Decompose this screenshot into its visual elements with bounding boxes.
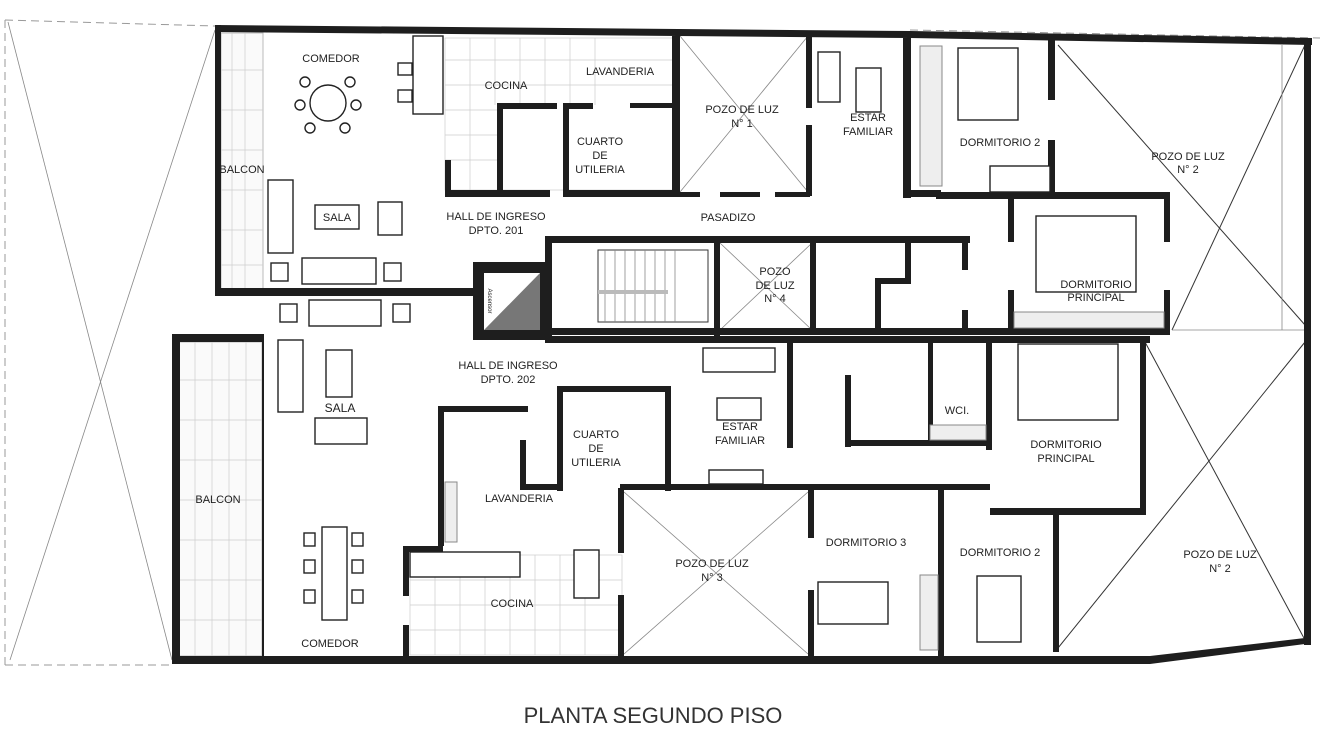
dining-table xyxy=(321,526,348,621)
room-label: BALCON xyxy=(195,494,240,506)
room-label: COMEDOR xyxy=(301,638,359,650)
room-label: POZO DE LUZ xyxy=(705,104,779,116)
room-label: DPTO. 202 xyxy=(481,374,536,386)
balcony-lower xyxy=(177,341,263,657)
sofa xyxy=(308,299,382,327)
sofa xyxy=(267,179,294,254)
room-label: FAMILIAR xyxy=(843,126,893,138)
room-labels: COMEDOR COCINA LAVANDERIA CUARTO DE UTIL… xyxy=(195,53,1257,650)
kitchen-bar xyxy=(412,35,444,115)
room-label: COMEDOR xyxy=(302,53,360,65)
room-label: WCI. xyxy=(945,405,969,417)
room-label: LAVANDERIA xyxy=(485,493,554,505)
desk xyxy=(989,165,1051,193)
sofa xyxy=(314,417,368,445)
room-label: PRINCIPAL xyxy=(1037,453,1094,465)
room-label: PRINCIPAL xyxy=(1067,292,1124,304)
room-label: CUARTO xyxy=(573,429,619,441)
room-label: DORMITORIO 3 xyxy=(826,537,906,549)
plan-title: PLANTA SEGUNDO PISO xyxy=(524,703,783,728)
room-label: N° 4 xyxy=(764,293,786,305)
light-well-1 xyxy=(679,35,809,193)
kitchen-table xyxy=(573,549,600,599)
room-label: ESTAR xyxy=(850,112,886,124)
bed xyxy=(817,581,889,625)
room-label: SALA xyxy=(325,401,356,415)
room-label: SALA xyxy=(323,212,352,224)
sofa xyxy=(277,339,304,413)
bed xyxy=(976,575,1022,643)
room-label: BALCON xyxy=(219,164,264,176)
room-label: DORMITORIO 2 xyxy=(960,137,1040,149)
room-label: COCINA xyxy=(491,598,534,610)
room-label: POZO DE LUZ xyxy=(675,558,749,570)
walls xyxy=(172,25,1312,664)
room-label: DORMITORIO xyxy=(1060,279,1132,291)
room-label: N° 2 xyxy=(1209,563,1231,575)
sofa xyxy=(301,257,377,285)
room-label: N° 3 xyxy=(701,572,723,584)
site-outline xyxy=(4,19,1321,666)
light-well-4 xyxy=(719,242,813,331)
room-label: DE LUZ xyxy=(755,280,794,292)
room-label: DORMITORIO xyxy=(1030,439,1102,451)
counter xyxy=(409,551,521,578)
room-label: ESTAR xyxy=(722,421,758,433)
room-label: N° 2 xyxy=(1177,164,1199,176)
bed xyxy=(1035,215,1137,293)
staircase[interactable] xyxy=(597,249,709,323)
room-label: DE xyxy=(592,150,607,162)
room-label: HALL DE INGRESO xyxy=(458,360,558,372)
dining-table-round xyxy=(309,84,347,122)
elevator-label: Ascensor xyxy=(486,288,492,313)
room-label: LAVANDERIA xyxy=(586,66,655,78)
room-label: POZO DE LUZ xyxy=(1183,549,1257,561)
room-label: CUARTO xyxy=(577,136,623,148)
room-label: FAMILIAR xyxy=(715,435,765,447)
room-label: N° 1 xyxy=(731,118,753,130)
light-well-3 xyxy=(623,491,809,655)
room-label: UTILERIA xyxy=(571,457,621,469)
room-label: PASADIZO xyxy=(701,212,756,224)
room-label: DE xyxy=(588,443,603,455)
room-label: POZO DE LUZ xyxy=(1151,151,1225,163)
light-well-2-lower xyxy=(1057,341,1306,649)
balcony-upper xyxy=(220,32,264,290)
room-label: HALL DE INGRESO xyxy=(446,211,546,223)
bed xyxy=(957,47,1019,121)
room-label: DPTO. 201 xyxy=(469,225,524,237)
room-label: COCINA xyxy=(485,80,528,92)
room-label: DORMITORIO 2 xyxy=(960,547,1040,559)
sofa xyxy=(702,347,776,373)
furniture xyxy=(267,35,1165,651)
bed xyxy=(1017,343,1119,421)
room-label: UTILERIA xyxy=(575,164,625,176)
room-label: POZO xyxy=(759,266,791,278)
light-well-2-upper xyxy=(1057,44,1306,331)
